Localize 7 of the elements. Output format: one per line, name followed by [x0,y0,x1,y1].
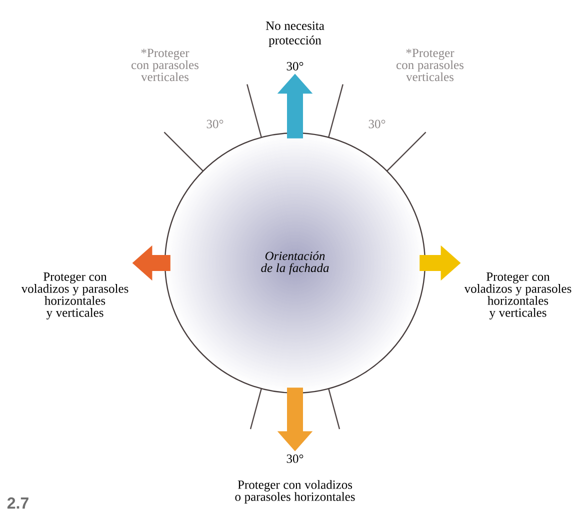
note-text: *Proteger con parasoles verticales [396,48,464,82]
note-text: *Proteger con parasoles verticales [132,48,198,82]
recommendation-text: Proteger con voladizos y parasoles horizontales y verticales [21,272,128,320]
recommendation-text: Proteger con voladizos y parasoles horizontales y verticales [464,272,572,320]
recommendation-text: 30° Proteger con voladizos o parasoles horizontales [235,454,355,504]
recommendation-text: No necesita protección 30° [266,22,324,70]
figure-number: 2.7 [7,497,28,509]
